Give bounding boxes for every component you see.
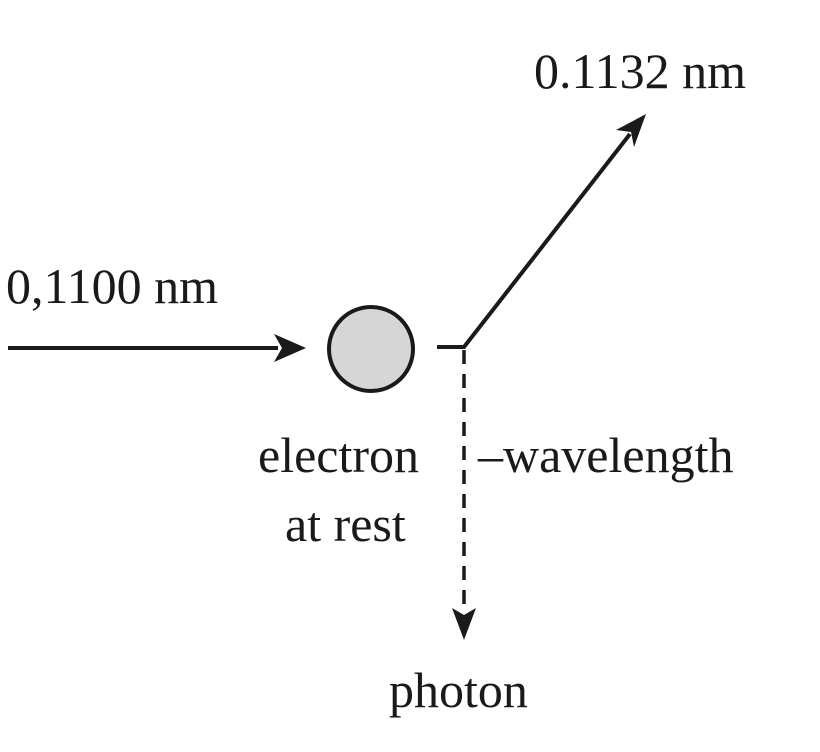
incident-wavelength-label: 0,1100 nm xyxy=(6,258,218,314)
wavelength-label: –wavelength xyxy=(477,427,733,483)
at-rest-label: at rest xyxy=(285,496,406,552)
electron-label: electron xyxy=(258,427,419,483)
photon-label: photon xyxy=(389,662,528,718)
scattered-photon-arrow xyxy=(437,114,646,349)
scattered-wavelength-label: 0.1132 nm xyxy=(534,43,746,99)
electron xyxy=(327,305,415,393)
dashed-reference-arrow xyxy=(452,350,476,640)
incident-photon-arrow xyxy=(8,334,306,362)
